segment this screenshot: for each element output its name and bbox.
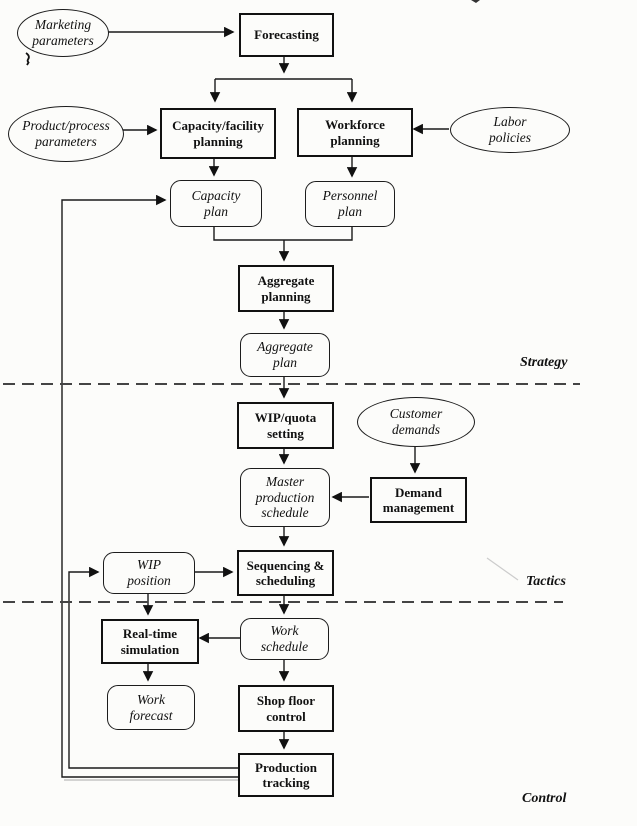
wip-position-box: WIP position xyxy=(103,552,195,594)
work-forecast-box: Work forecast xyxy=(107,685,195,730)
tactics-level-label: Tactics xyxy=(526,574,566,589)
scan-artifacts xyxy=(25,0,519,781)
wip-quota-setting-box: WIP/quota setting xyxy=(237,402,334,449)
forecasting-box: Forecasting xyxy=(239,13,334,57)
scan-artifact-scratch xyxy=(486,557,519,581)
control-level-label: Control xyxy=(522,791,567,806)
production-tracking-box: Production tracking xyxy=(238,753,334,797)
scan-artifact-top-mark xyxy=(471,0,480,3)
work-schedule-box: Work schedule xyxy=(240,618,329,660)
merge-plans-to-aggregate-planning xyxy=(213,225,353,260)
feedback-tracking-to-capacityplan xyxy=(61,194,238,778)
customer-demands-ellipse: Customer demands xyxy=(357,397,475,447)
aggregate-plan-box: Aggregate plan xyxy=(240,333,330,377)
product-process-parameters-ellipse: Product/process parameters xyxy=(8,106,124,162)
labor-policies-ellipse: Labor policies xyxy=(450,107,570,153)
scan-artifact-squiggle xyxy=(25,52,30,66)
real-time-simulation-box: Real-time simulation xyxy=(101,619,199,664)
demand-management-box: Demand management xyxy=(370,477,467,523)
feedback-tracking-to-wipposition xyxy=(68,566,238,769)
strategy-level-label: Strategy xyxy=(520,355,568,370)
marketing-parameters-ellipse: Marketing parameters xyxy=(17,9,109,57)
sequencing-scheduling-box: Sequencing & scheduling xyxy=(237,550,334,596)
workforce-planning-box: Workforce planning xyxy=(297,108,413,157)
capacity-plan-box: Capacity plan xyxy=(170,180,262,227)
aggregate-planning-box: Aggregate planning xyxy=(238,265,334,312)
shop-floor-control-box: Shop floor control xyxy=(238,685,334,732)
master-production-schedule-box: Master production schedule xyxy=(240,468,330,527)
personnel-plan-box: Personnel plan xyxy=(305,181,395,227)
capacity-facility-planning-box: Capacity/facility planning xyxy=(160,108,276,159)
